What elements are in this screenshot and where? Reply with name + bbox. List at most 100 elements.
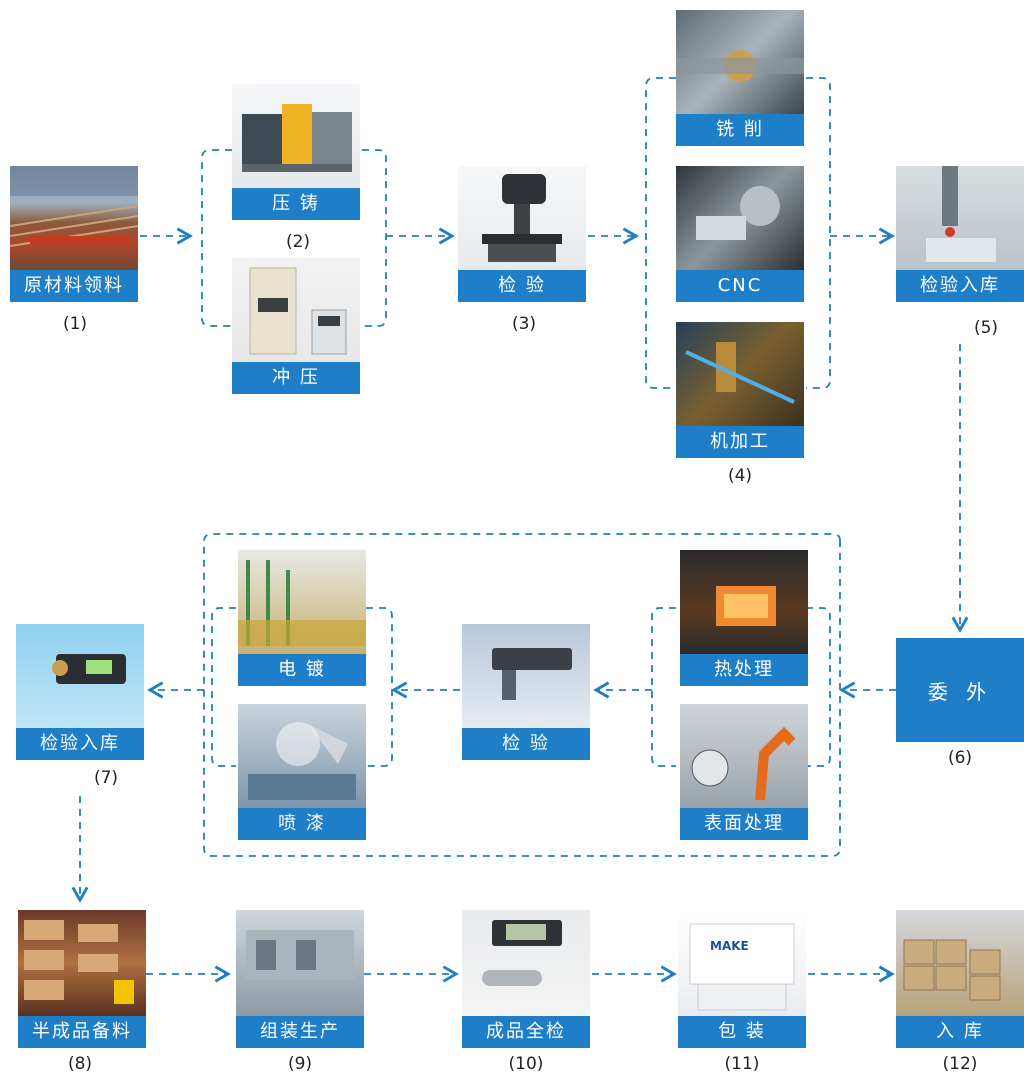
step-packaging: MAKE 包 装 [678,910,806,1048]
step-number-12: (12) [942,1054,978,1074]
inspection-3-label: 检 验 [458,270,586,302]
inspection-sub-photo [462,624,590,728]
assembly-label: 组装生产 [236,1016,364,1048]
step-cnc: CNC [676,166,804,302]
steel-bars-image [10,166,138,247]
cmm-probe-image [926,166,996,262]
cnc-photo [676,166,804,270]
step-number-4: (4) [727,466,753,486]
step-number-7: (7) [93,768,119,788]
inspect-store-7-photo [16,624,144,728]
assembly-photo [236,910,364,1016]
surface-treatment-photo [680,704,808,808]
outer-dashed-box [203,533,841,857]
outsourcing-label: 委 外 [927,679,993,704]
spray-painting-label: 喷 漆 [238,808,366,840]
bracket-b-right [366,607,393,767]
milling-photo [676,10,804,114]
step-warehousing: 入 库 [896,910,1024,1048]
outsourcing-box: 委 外 [896,638,1024,742]
bracket-2-right [362,149,387,327]
step-number-8: (8) [67,1054,93,1074]
raw-material-label: 原材料领料 [10,270,138,302]
step-final-inspection: 成品全检 [462,910,590,1048]
stamping-photo [232,258,360,362]
packaging-label: 包 装 [678,1016,806,1048]
final-inspection-label: 成品全检 [462,1016,590,1048]
die-casting-machine-image [242,104,352,172]
heat-treatment-photo [680,550,808,654]
cnc-image [696,186,780,240]
step-number-3: (3) [511,314,537,334]
step-inspection-sub: 检 验 [462,624,590,760]
step-number-2: (2) [285,232,311,252]
inspect-store-5-label: 检验入库 [896,270,1024,302]
step-inspect-store-7: 检验入库 [16,624,144,760]
assembly-line-image [246,930,354,980]
pallet-boxes-image [903,939,1001,1001]
step-raw-material: 原材料领料 [10,166,138,302]
machining-image [685,342,795,404]
step-die-casting: 压 铸 [232,84,360,220]
heat-treatment-label: 热处理 [680,654,808,686]
step-electroplating: 电 镀 [238,550,366,686]
machining-label: 机加工 [676,426,804,458]
die-casting-photo [232,84,360,188]
milling-label: 铣 削 [676,114,804,146]
inspect-store-7-label: 检验入库 [16,728,144,760]
step-assembly: 组装生产 [236,910,364,1048]
step-number-5: (5) [973,318,999,338]
step-milling: 铣 削 [676,10,804,146]
plating-line-image [238,560,366,646]
cnc-label: CNC [676,270,804,302]
caliper-image [492,648,572,700]
step-stamping: 冲 压 [232,258,360,394]
electroplating-label: 电 镀 [238,654,366,686]
spray-gun-image [248,722,356,800]
raw-material-photo [10,166,138,270]
inspection-sub-label: 检 验 [462,728,590,760]
bracket-4-right [806,77,831,389]
press-machine-image [249,267,347,355]
final-inspection-photo [462,910,590,1016]
micrometer-image [52,654,126,684]
bracket-2-left [201,149,232,327]
step-number-1: (1) [62,314,88,334]
pack-brand-text: MAKE [710,939,749,953]
stamping-label: 冲 压 [232,362,360,394]
bracket-a-left [651,607,676,767]
furnace-image [716,586,776,626]
step-semi-finished: 半成品备料 [18,910,146,1048]
step-machining: 机加工 [676,322,804,458]
step-spray-painting: 喷 漆 [238,704,366,840]
machining-photo [676,322,804,426]
bracket-a-right [806,607,831,767]
step-surface-treatment: 表面处理 [680,704,808,840]
warehouse-shelves-image [24,920,134,1004]
warehousing-label: 入 库 [896,1016,1024,1048]
step-inspect-store-5: 检验入库 [896,166,1024,302]
inspection-3-photo [458,166,586,270]
semi-finished-photo [18,910,146,1016]
robot-arm-image [691,726,796,801]
measuring-microscope-image [482,174,562,262]
step-number-9: (9) [287,1054,313,1074]
inspect-store-5-photo [896,166,1024,270]
electroplating-photo [238,550,366,654]
packaging-photo: MAKE [678,910,806,1016]
step-number-11: (11) [724,1054,760,1074]
final-caliper-image [482,920,562,986]
step-heat-treatment: 热处理 [680,550,808,686]
surface-treatment-label: 表面处理 [680,808,808,840]
bracket-b-left [211,607,236,767]
step-number-6: (6) [947,748,973,768]
boxes-image: MAKE [689,923,795,1011]
bracket-4-left [645,77,676,389]
step-inspection-3: 检 验 [458,166,586,302]
semi-finished-label: 半成品备料 [18,1016,146,1048]
milling-image [676,50,804,82]
warehousing-photo [896,910,1024,1016]
step-number-10: (10) [508,1054,544,1074]
spray-painting-photo [238,704,366,808]
